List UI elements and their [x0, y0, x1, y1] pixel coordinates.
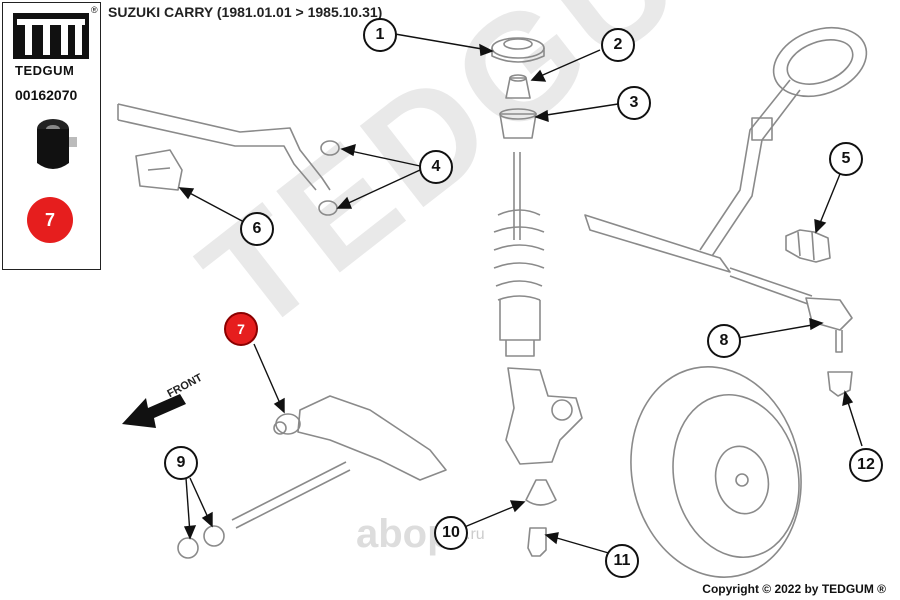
registered-mark: ®	[91, 5, 98, 15]
part-12-tie-rod-boot	[827, 371, 853, 397]
cross-member	[584, 214, 731, 273]
part-6-stabilizer-bracket	[135, 149, 183, 191]
brand-name: TEDGUM	[15, 63, 75, 78]
wheel-hub	[714, 445, 770, 515]
callout-5[interactable]: 5	[829, 142, 863, 176]
product-sidebar: ® TEDGUM 00162070 7	[2, 2, 101, 270]
front-direction-arrow	[122, 394, 186, 428]
callout-6[interactable]: 6	[240, 212, 274, 246]
copyright-notice: Copyright © 2022 by TEDGUM ®	[702, 582, 886, 596]
part-10-ball-joint-boot	[525, 479, 557, 506]
wheel-tire	[630, 366, 802, 578]
callout-8[interactable]: 8	[707, 324, 741, 358]
stabilizer-bar	[117, 103, 331, 191]
part-11-ball-joint	[527, 527, 547, 557]
callout-10[interactable]: 10	[434, 516, 468, 550]
shock-absorber-rod	[513, 152, 521, 240]
radius-rod	[231, 461, 351, 529]
part-number: 00162070	[15, 87, 78, 103]
highlight-badge: 7	[27, 197, 73, 243]
part-5-rack-boot	[785, 229, 831, 263]
steering-knuckle	[505, 367, 583, 465]
callout-2[interactable]: 2	[601, 28, 635, 62]
site-watermark-suffix: .ru	[466, 526, 485, 543]
part-3-strut-bushing	[499, 113, 537, 139]
part-1-strut-mount	[491, 37, 545, 59]
callout-12[interactable]: 12	[849, 448, 883, 482]
callout-1[interactable]: 1	[363, 18, 397, 52]
callout-9[interactable]: 9	[164, 446, 198, 480]
part-2-bump-stop	[505, 77, 531, 99]
part-4-bushing-lower	[318, 200, 338, 216]
steering-column	[699, 79, 801, 257]
steering-wheel	[772, 26, 868, 98]
callout-11[interactable]: 11	[605, 544, 639, 578]
lower-arm	[297, 395, 447, 481]
callout-7-highlighted[interactable]: 7	[224, 312, 258, 346]
tie-rod	[729, 267, 813, 305]
part-4-bushing-upper	[320, 140, 340, 156]
callout-3[interactable]: 3	[617, 86, 651, 120]
bushing-product-icon	[37, 119, 77, 169]
tie-rod-end	[805, 297, 853, 331]
callout-4[interactable]: 4	[419, 150, 453, 184]
part-9-bushing-a	[177, 537, 199, 559]
vehicle-title: SUZUKI CARRY (1981.01.01 > 1985.10.31)	[108, 4, 383, 20]
strut-body	[499, 300, 541, 341]
tedgum-logo-icon	[13, 13, 89, 59]
part-9-bushing-b	[203, 525, 225, 547]
part-7-control-arm-bushing	[275, 413, 301, 435]
coil-spring	[493, 209, 545, 301]
